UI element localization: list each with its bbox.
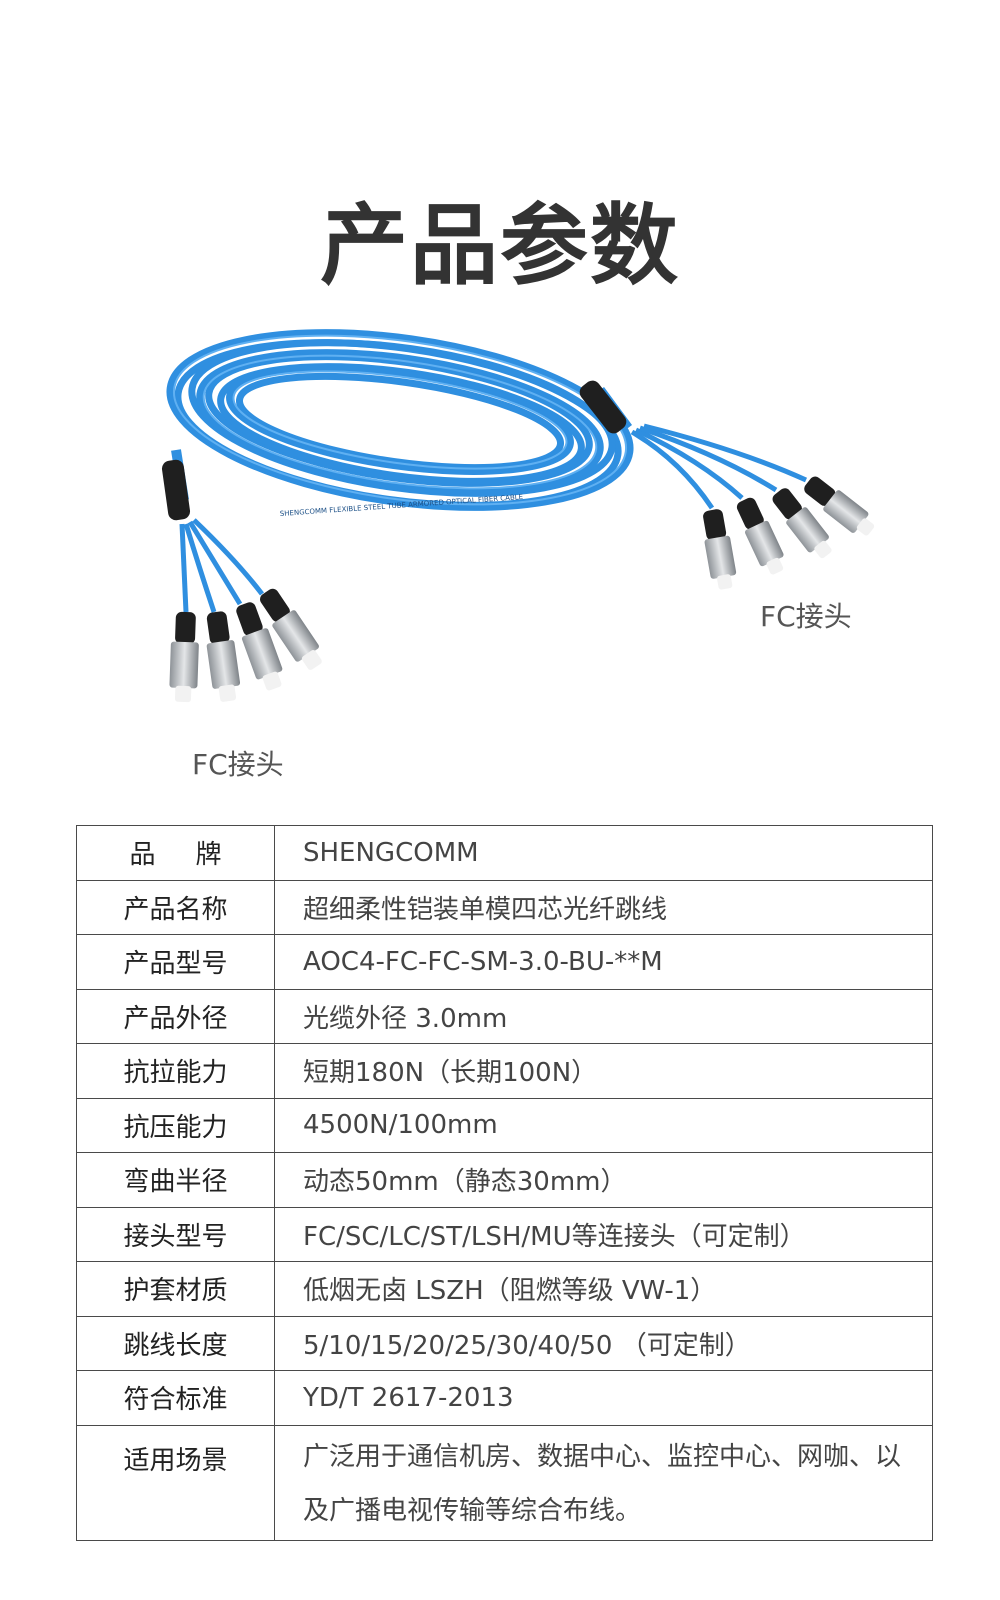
spec-value: SHENGCOMM: [274, 825, 933, 881]
spec-key: 品牌: [76, 825, 275, 881]
spec-key: 适用场景: [76, 1424, 275, 1541]
table-row: 护套材质 低烟无卤 LSZH（阻燃等级 VW-1）: [76, 1261, 933, 1317]
spec-value: AOC4-FC-FC-SM-3.0-BU-**M: [274, 934, 933, 990]
left-breakout-branch: [161, 449, 264, 613]
spec-key: 符合标准: [76, 1370, 275, 1426]
right-breakout-branch: [579, 380, 808, 510]
table-row: 产品名称 超细柔性铠装单模四芯光纤跳线: [76, 879, 933, 935]
table-row: 符合标准 YD/T 2617-2013: [76, 1370, 933, 1426]
spec-value: YD/T 2617-2013: [274, 1370, 933, 1426]
spec-key: 弯曲半径: [76, 1152, 275, 1208]
spec-key-text: 品牌: [129, 840, 262, 871]
spec-key: 接头型号: [76, 1206, 275, 1262]
spec-value: 低烟无卤 LSZH（阻燃等级 VW-1）: [274, 1261, 933, 1317]
connector-label-right: FC接头: [760, 600, 852, 633]
spec-value: 广泛用于通信机房、数据中心、监控中心、网咖、以及广播电视传输等综合布线。: [274, 1424, 933, 1541]
spec-key: 产品外径: [76, 988, 275, 1044]
spec-key: 跳线长度: [76, 1315, 275, 1371]
spec-key: 护套材质: [76, 1261, 275, 1317]
fiber-patch-cable-image: SHENGCOMM FLEXIBLE STEEL TUBE ARMORED OP…: [161, 329, 875, 703]
spec-key: 抗压能力: [76, 1097, 275, 1153]
spec-value: 光缆外径 3.0mm: [274, 988, 933, 1044]
table-row: 适用场景 广泛用于通信机房、数据中心、监控中心、网咖、以及广播电视传输等综合布线…: [76, 1424, 933, 1541]
spec-value: 动态50mm（静态30mm）: [274, 1152, 933, 1208]
spec-key: 抗拉能力: [76, 1043, 275, 1099]
table-row: 抗拉能力 短期180N（长期100N）: [76, 1043, 933, 1099]
spec-value: 4500N/100mm: [274, 1097, 933, 1153]
table-row: 抗压能力 4500N/100mm: [76, 1097, 933, 1153]
connector-label-left: FC接头: [192, 748, 284, 781]
right-fc-connectors: [703, 476, 875, 590]
table-row: 弯曲半径 动态50mm（静态30mm）: [76, 1152, 933, 1208]
spec-value: FC/SC/LC/ST/LSH/MU等连接头（可定制）: [274, 1206, 933, 1262]
spec-table: 品牌 SHENGCOMM 产品名称 超细柔性铠装单模四芯光纤跳线 产品型号 AO…: [76, 825, 933, 1541]
spec-value: 短期180N（长期100N）: [274, 1043, 933, 1099]
spec-key: 产品名称: [76, 879, 275, 935]
table-row: 接头型号 FC/SC/LC/ST/LSH/MU等连接头（可定制）: [76, 1206, 933, 1262]
spec-key: 产品型号: [76, 934, 275, 990]
table-row: 跳线长度 5/10/15/20/25/30/40/50 （可定制）: [76, 1315, 933, 1371]
cable-coil: [166, 329, 634, 511]
spec-value: 超细柔性铠装单模四芯光纤跳线: [274, 879, 933, 935]
table-row: 产品型号 AOC4-FC-FC-SM-3.0-BU-**M: [76, 934, 933, 990]
cable-coil-highlight: [172, 334, 628, 506]
table-row: 产品外径 光缆外径 3.0mm: [76, 988, 933, 1044]
table-row: 品牌 SHENGCOMM: [76, 825, 933, 881]
spec-value: 5/10/15/20/25/30/40/50 （可定制）: [274, 1315, 933, 1371]
left-fc-connectors: [169, 588, 322, 703]
page-title: 产品参数: [319, 194, 680, 297]
